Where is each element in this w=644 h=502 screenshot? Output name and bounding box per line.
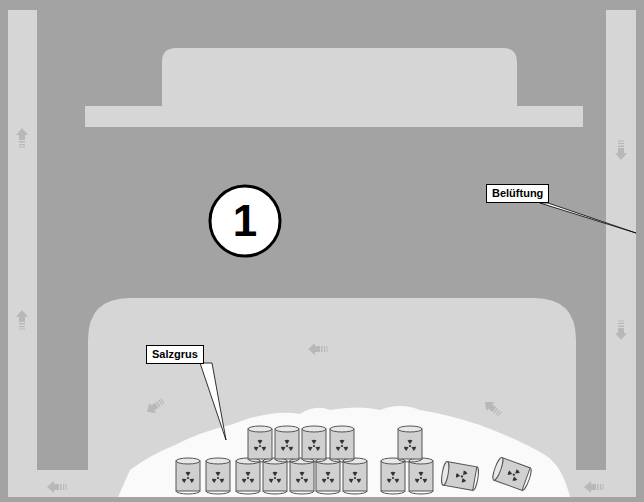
tipped-barrel xyxy=(440,461,480,491)
upper-gallery xyxy=(85,48,583,127)
airflow-arrows xyxy=(16,128,627,493)
left-shaft xyxy=(8,10,37,497)
leader-line xyxy=(540,203,636,233)
callout-label: Belüftung xyxy=(486,184,549,203)
barrel xyxy=(381,458,405,494)
barrel xyxy=(343,458,367,494)
callout-circle xyxy=(210,186,280,256)
callout-number: 1 xyxy=(211,187,279,255)
right-shaft xyxy=(606,10,636,497)
barrel xyxy=(302,426,326,462)
barrel xyxy=(330,426,354,462)
tipped-barrel xyxy=(491,457,533,492)
barrel xyxy=(409,458,433,494)
barrel xyxy=(236,458,260,494)
barrel xyxy=(316,458,340,494)
barrel xyxy=(263,458,287,494)
barrel xyxy=(176,458,200,494)
chamber xyxy=(88,298,576,497)
callout-label: Salzgrus xyxy=(146,345,204,364)
barrel xyxy=(290,458,314,494)
waste-barrels xyxy=(176,426,533,494)
leader-line xyxy=(200,363,226,440)
salt-pile xyxy=(118,406,570,497)
barrel xyxy=(398,426,422,462)
barrel xyxy=(248,426,272,462)
barrel xyxy=(275,426,299,462)
barrel xyxy=(206,458,230,494)
